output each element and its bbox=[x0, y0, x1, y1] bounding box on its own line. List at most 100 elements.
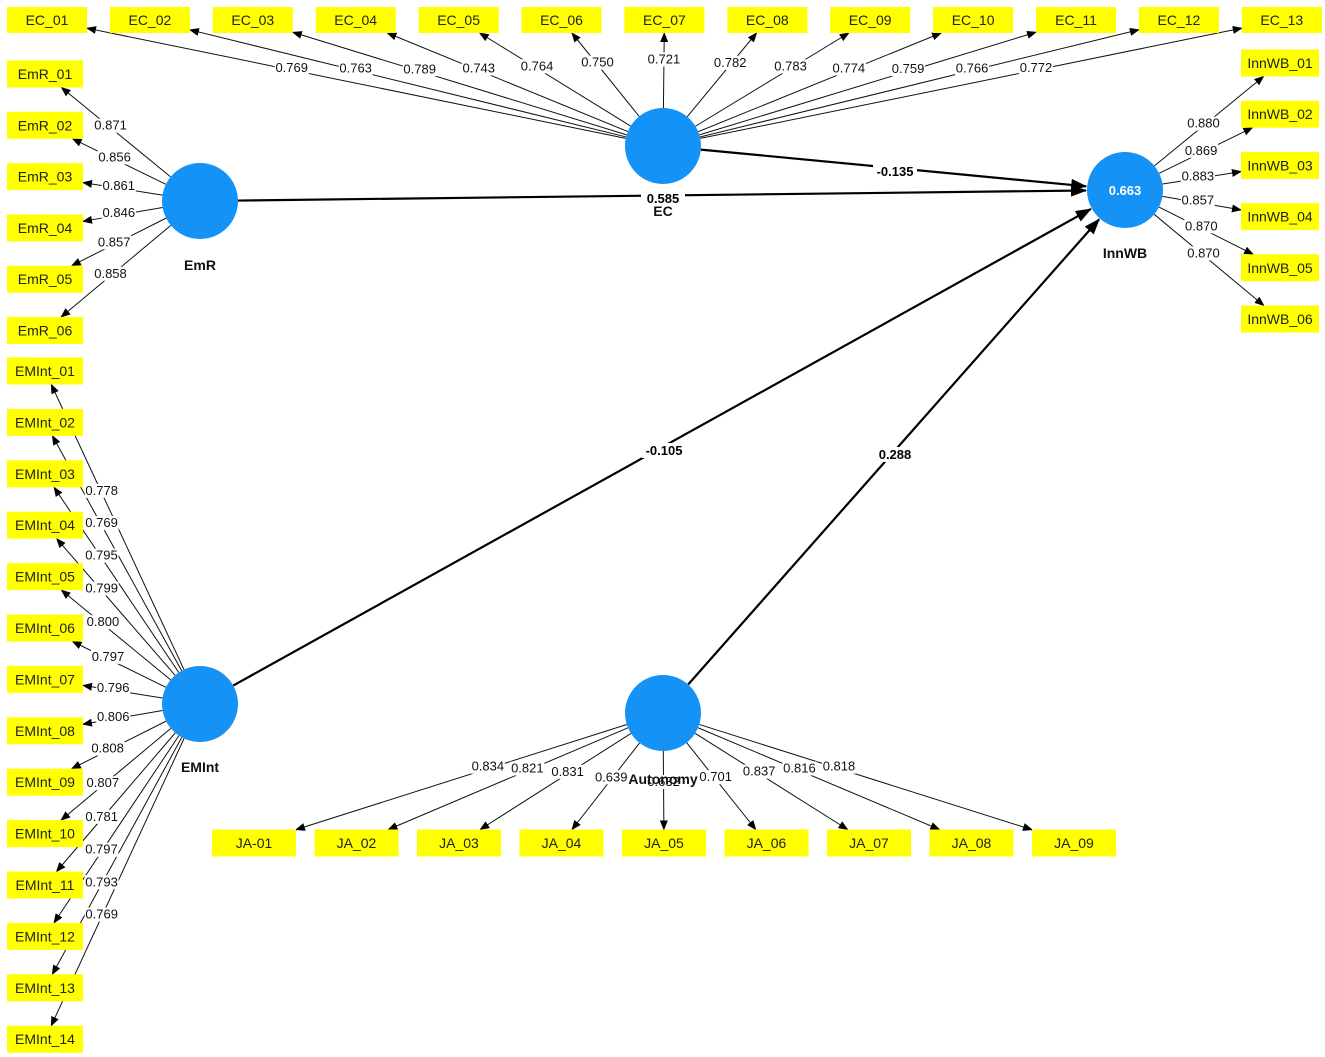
construct-emr[interactable] bbox=[162, 163, 238, 239]
loading-label-bg bbox=[274, 61, 309, 76]
indicator-emint-07[interactable]: EMInt_07 bbox=[7, 665, 83, 693]
loading-arrow-ja-04 bbox=[571, 742, 641, 831]
indicator-ec-12[interactable]: EC_12 bbox=[1138, 7, 1219, 33]
loading-label-bg bbox=[93, 266, 128, 281]
loading-label-bg bbox=[84, 581, 119, 596]
construct-circle[interactable] bbox=[625, 675, 701, 751]
indicator-innwb-01[interactable]: InnWB_01 bbox=[1241, 49, 1319, 77]
indicator-label: EmR_03 bbox=[18, 169, 73, 185]
loading-value-emint-03: 0.795 bbox=[85, 548, 118, 563]
indicator-ja-08[interactable]: JA_08 bbox=[929, 829, 1014, 857]
indicator-emint-02[interactable]: EMInt_02 bbox=[7, 408, 83, 436]
construct-circle[interactable] bbox=[162, 163, 238, 239]
loading-value-emr-02: 0.856 bbox=[98, 149, 131, 164]
construct-circle[interactable] bbox=[1087, 152, 1163, 228]
indicator-ec-08[interactable]: EC_08 bbox=[727, 7, 808, 33]
loading-arrow-ec-09 bbox=[695, 32, 850, 127]
indicator-ja-03[interactable]: JA_03 bbox=[417, 829, 501, 857]
loading-value-ja-06: 0.701 bbox=[699, 769, 732, 784]
loading-value-emint-06: 0.797 bbox=[92, 649, 125, 664]
loading-value-ec-04: 0.743 bbox=[462, 60, 495, 75]
r-squared-value: 0.663 bbox=[1109, 183, 1142, 198]
loading-label-bg bbox=[97, 150, 132, 165]
indicator-emint-14[interactable]: EMInt_14 bbox=[7, 1025, 83, 1053]
loading-label-bg bbox=[510, 761, 545, 776]
construct-circle[interactable] bbox=[162, 666, 238, 742]
indicator-label: EC_07 bbox=[643, 12, 686, 28]
indicator-emint-01[interactable]: EMInt_01 bbox=[7, 357, 83, 385]
indicator-ja-04[interactable]: JA_04 bbox=[519, 829, 604, 857]
indicator-ja-07[interactable]: JA_07 bbox=[827, 829, 911, 857]
indicator-ec-03[interactable]: EC_03 bbox=[212, 7, 293, 33]
loading-arrow-ja-07 bbox=[694, 732, 849, 831]
indicator-label: EMInt_13 bbox=[15, 980, 75, 996]
loading-arrow-ja-05 bbox=[659, 750, 668, 831]
loading-label-bg bbox=[821, 759, 856, 774]
loading-label-bg bbox=[713, 55, 748, 70]
indicator-emint-13[interactable]: EMInt_13 bbox=[7, 974, 83, 1002]
indicator-ec-01[interactable]: EC_01 bbox=[7, 7, 87, 33]
indicator-innwb-04[interactable]: InnWB_04 bbox=[1241, 203, 1319, 231]
indicator-emint-06[interactable]: EMInt_06 bbox=[7, 614, 83, 642]
indicator-ja-05[interactable]: JA_05 bbox=[622, 829, 706, 857]
construct-innwb[interactable]: 0.663 bbox=[1087, 152, 1163, 228]
indicator-ec-06[interactable]: EC_06 bbox=[521, 7, 602, 33]
indicator-label: JA_08 bbox=[952, 835, 992, 851]
indicator-label: EC_10 bbox=[952, 12, 995, 28]
indicator-ec-02[interactable]: EC_02 bbox=[109, 7, 190, 33]
indicator-label: EC_09 bbox=[849, 12, 892, 28]
construct-emint[interactable] bbox=[162, 666, 238, 742]
indicator-ja-02[interactable]: JA_02 bbox=[314, 829, 399, 857]
loading-value-emr-04: 0.846 bbox=[103, 205, 136, 220]
loading-label-bg bbox=[84, 548, 119, 563]
indicator-innwb-03[interactable]: InnWB_03 bbox=[1241, 151, 1319, 179]
indicator-ec-13[interactable]: EC_13 bbox=[1241, 7, 1322, 33]
indicator-ec-10[interactable]: EC_10 bbox=[933, 7, 1014, 33]
construct-autonomy[interactable] bbox=[625, 675, 701, 751]
construct-ec[interactable] bbox=[625, 108, 701, 184]
path-coefficient-autonomy: 0.288 bbox=[879, 447, 912, 462]
indicator-innwb-06[interactable]: InnWB_06 bbox=[1241, 305, 1319, 333]
indicator-label: EC_13 bbox=[1260, 12, 1303, 28]
loading-arrow-emint-11 bbox=[55, 732, 176, 873]
indicator-ec-05[interactable]: EC_05 bbox=[418, 7, 499, 33]
indicator-ec-11[interactable]: EC_11 bbox=[1036, 7, 1116, 33]
indicator-emr-04[interactable]: EmR_04 bbox=[7, 214, 83, 242]
indicator-label: InnWB_05 bbox=[1247, 260, 1313, 276]
indicator-label: JA_07 bbox=[849, 835, 889, 851]
indicator-label: InnWB_03 bbox=[1247, 157, 1313, 173]
indicator-emint-04[interactable]: EMInt_04 bbox=[7, 511, 83, 539]
indicator-emint-11[interactable]: EMInt_11 bbox=[7, 871, 83, 899]
indicator-emint-03[interactable]: EMInt_03 bbox=[7, 460, 83, 488]
indicator-ec-04[interactable]: EC_04 bbox=[315, 7, 396, 33]
loading-label-bg bbox=[831, 61, 866, 76]
indicator-innwb-02[interactable]: InnWB_02 bbox=[1241, 100, 1319, 128]
loading-arrow-ec-10 bbox=[698, 32, 943, 133]
indicator-label: JA_02 bbox=[337, 835, 377, 851]
indicator-emr-05[interactable]: EmR_05 bbox=[7, 265, 83, 293]
indicator-emint-05[interactable]: EMInt_05 bbox=[7, 563, 83, 591]
indicator-ja-01[interactable]: JA-01 bbox=[212, 829, 296, 857]
loading-arrow-ja-08 bbox=[697, 727, 941, 830]
indicator-innwb-05[interactable]: InnWB_05 bbox=[1241, 254, 1319, 282]
indicator-ja-06[interactable]: JA_06 bbox=[724, 829, 809, 857]
indicator-emint-09[interactable]: EMInt_09 bbox=[7, 768, 83, 796]
loading-value-ec-08: 0.782 bbox=[714, 55, 747, 70]
indicator-label: EMInt_10 bbox=[15, 826, 75, 842]
indicator-emint-10[interactable]: EMInt_10 bbox=[7, 820, 83, 848]
indicator-emr-02[interactable]: EmR_02 bbox=[7, 111, 83, 139]
loading-label-bg bbox=[101, 206, 136, 221]
indicator-emint-08[interactable]: EMInt_08 bbox=[7, 717, 83, 745]
indicator-ec-09[interactable]: EC_09 bbox=[830, 7, 911, 33]
loading-value-ec-09: 0.783 bbox=[774, 58, 807, 73]
indicator-emr-01[interactable]: EmR_01 bbox=[7, 60, 83, 88]
indicator-emr-03[interactable]: EmR_03 bbox=[7, 163, 83, 191]
indicator-ja-09[interactable]: JA_09 bbox=[1032, 829, 1116, 857]
indicator-emr-06[interactable]: EmR_06 bbox=[7, 317, 83, 344]
indicator-ec-07[interactable]: EC_07 bbox=[624, 7, 705, 33]
indicator-emint-12[interactable]: EMInt_12 bbox=[7, 922, 83, 950]
indicator-label: InnWB_04 bbox=[1247, 209, 1313, 225]
construct-circle[interactable] bbox=[625, 108, 701, 184]
loading-arrow-ec-08 bbox=[686, 32, 758, 118]
